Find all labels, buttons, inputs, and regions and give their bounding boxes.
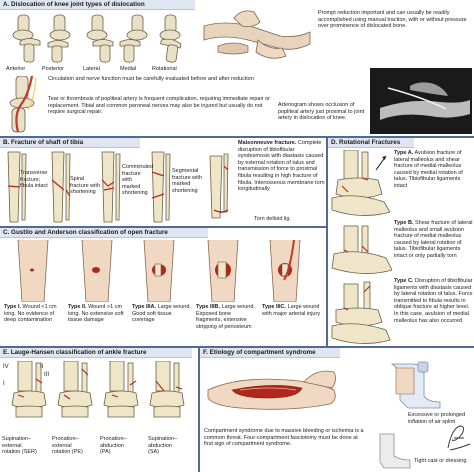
lauge-type-pa-line3: (PA) <box>100 449 111 456</box>
lauge-type-sa-line2: abduction <box>148 442 172 449</box>
rotational-type-a: Type A. Avulsion fracture of lateral mal… <box>394 150 474 190</box>
section-d: D. Rotational Fractures Type A. Avulsion… <box>328 138 474 348</box>
rotational-type-b-name: Type B. <box>394 220 414 226</box>
gustilo-type-2-name: Type II. <box>68 304 87 310</box>
type-label-anterior: Anterior <box>6 66 26 72</box>
lauge-type-pe-line3: rotation (PE) <box>52 449 83 456</box>
gustilo-type-2-desc: Wound >1 cm long. No extensive soft tiss… <box>68 304 124 324</box>
torn-deltoid-label: Torn deltoid lig. <box>254 216 291 222</box>
fasciotomy-leg-illustration <box>207 370 336 410</box>
lauge-type-pa: Pronation– abduction (PA) <box>100 436 148 456</box>
rotational-type-c-desc: Disruption of tibiofibular ligaments wit… <box>394 278 473 324</box>
rotational-type-c-name: Type C. <box>394 278 414 284</box>
type-label-posterior: Posterior <box>42 66 65 72</box>
open-fracture-illustration <box>17 240 301 302</box>
knee-dislocation-types-illustration <box>12 14 182 63</box>
label-spiral: Spiral fracture with shortening <box>70 176 100 196</box>
netter-signature <box>447 425 471 451</box>
circulation-note: Circulation and nerve function must be c… <box>48 76 254 82</box>
manual-reduction-illustration <box>203 10 311 59</box>
lauge-type-ser-line1: Supination– <box>2 436 32 442</box>
lauge-type-sa-line3: (SA) <box>148 449 159 456</box>
gustilo-type-3b-desc: Large wound. Exposed bone fragments, ext… <box>196 304 255 330</box>
air-splint-illustration <box>390 361 441 409</box>
label-segmental: Segmental fracture with marked shortenin… <box>172 168 202 194</box>
compartment-syndrome-note: Compartment syndrome due to massive blee… <box>204 428 364 448</box>
type-label-medial: Medial <box>120 66 137 72</box>
roman-numeral-1: I <box>3 381 5 387</box>
popliteal-artery-illustration <box>9 76 37 133</box>
roman-numeral-4: IV <box>3 364 9 370</box>
maisonneuve-title: Maisonneuve fracture. <box>238 140 297 146</box>
label-comminuted: Comminuted fracture with marked shorteni… <box>122 164 154 197</box>
gustilo-type-3a-name: Type IIIA. <box>132 304 157 310</box>
rotational-type-b: Type B. Shear fracture of lateral malleo… <box>394 220 474 260</box>
lauge-type-ser-line2: external <box>2 442 22 449</box>
reduction-note: Prompt reduction important and can usual… <box>318 10 467 30</box>
maisonneuve-text: Maisonneuve fracture. Complete disruptio… <box>238 140 326 193</box>
rotational-fracture-illustration <box>331 150 392 344</box>
roman-numeral-2: II <box>40 364 44 370</box>
lauge-type-sa: Supination– abduction (SA) <box>148 436 196 456</box>
lauge-type-pe-line2: external <box>52 442 72 449</box>
gustilo-type-2: Type II. Wound >1 cm long. No extensive … <box>68 304 128 324</box>
rotational-type-a-name: Type A. <box>394 150 414 156</box>
section-divider-bc <box>0 226 326 228</box>
rotational-type-c: Type C. Disruption of tibiofibular ligam… <box>394 278 474 324</box>
section-a: A. Dislocation of knee joint types of di… <box>0 0 474 136</box>
lauge-type-ser-line3: rotation (SER) <box>2 449 37 456</box>
section-b-title: B. Fracture of shaft of tibia <box>0 138 140 148</box>
lauge-type-pe: Pronation– external rotation (PE) <box>52 436 100 456</box>
section-divider-d-left <box>326 138 328 348</box>
section-divider-e-right <box>198 348 200 472</box>
lauge-type-pa-line1: Pronation– <box>100 436 127 442</box>
gustilo-type-3b: Type IIIB. Large wound. Exposed bone fra… <box>196 304 258 330</box>
lauge-type-sa-line1: Supination– <box>148 436 178 442</box>
label-transverse: Transverse fracture; fibula intact <box>20 170 48 190</box>
section-d-title: D. Rotational Fractures <box>328 138 414 148</box>
air-splint-note: Excessive or prolonged inflation of air … <box>408 412 466 425</box>
lauge-type-pa-line2: abduction <box>100 442 124 449</box>
section-c: C. Gustilo and Anderson classification o… <box>0 228 326 344</box>
maisonneuve-body: Complete disruption of tibiofibular synd… <box>238 140 325 193</box>
gustilo-type-3c: Type IIIC. Large wound with major arteri… <box>262 304 324 317</box>
section-divider-ef <box>0 346 474 348</box>
section-b: B. Fracture of shaft of tibia Transverse… <box>0 138 326 226</box>
lauge-type-ser: Supination– external rotation (SER) <box>2 436 50 456</box>
gustilo-type-3c-desc: Large wound with major arterial injury <box>262 304 321 317</box>
type-label-lateral: Lateral <box>83 66 100 72</box>
section-c-title: C. Gustilo and Anderson classification o… <box>0 228 208 238</box>
section-e-title: E. Lauge-Hansen classification of ankle … <box>0 348 192 358</box>
gustilo-type-3c-name: Type IIIC. <box>262 304 287 310</box>
section-a-title: A. Dislocation of knee joint types of di… <box>0 0 195 10</box>
gustilo-type-3a: Type IIIA. Large wound. Good soft tissue… <box>132 304 192 324</box>
section-divider-ab <box>0 136 474 138</box>
section-f: F. Etiology of compartment syndrome Comp… <box>200 348 474 472</box>
gustilo-type-1-desc: Wound <1 cm long. No evidence of deep co… <box>4 304 57 324</box>
roman-numeral-3: III <box>44 372 50 378</box>
section-f-title: F. Etiology of compartment syndrome <box>200 348 340 358</box>
lauge-type-pe-line1: Pronation– <box>52 436 79 442</box>
rotational-type-a-desc: Avulsion fracture of lateral malleolus a… <box>394 150 463 189</box>
rotational-type-b-desc: Shear fracture of lateral malleolus and … <box>394 220 473 259</box>
section-e: E. Lauge-Hansen classification of ankle … <box>0 348 198 472</box>
gustilo-type-3b-name: Type IIIB. <box>196 304 221 310</box>
gustilo-type-3a-desc: Large wound. Good soft tissue coverage <box>132 304 191 324</box>
gustilo-type-1-name: Type I. <box>4 304 22 310</box>
tight-cast-note: Tight cast or dressing <box>414 458 467 464</box>
gustilo-type-1: Type I. Wound <1 cm long. No evidence of… <box>4 304 64 324</box>
arteriogram-image <box>370 68 472 134</box>
tibia-fracture-illustration <box>7 151 229 223</box>
arteriogram-note: Arteriogram shows occlusion of popliteal… <box>278 102 365 122</box>
tight-cast-illustration <box>379 433 411 469</box>
lauge-hansen-illustration <box>11 361 185 418</box>
artery-note: Tear or thrombosis of popliteal artery i… <box>48 96 270 116</box>
type-label-rotational: Rotational <box>152 66 177 72</box>
